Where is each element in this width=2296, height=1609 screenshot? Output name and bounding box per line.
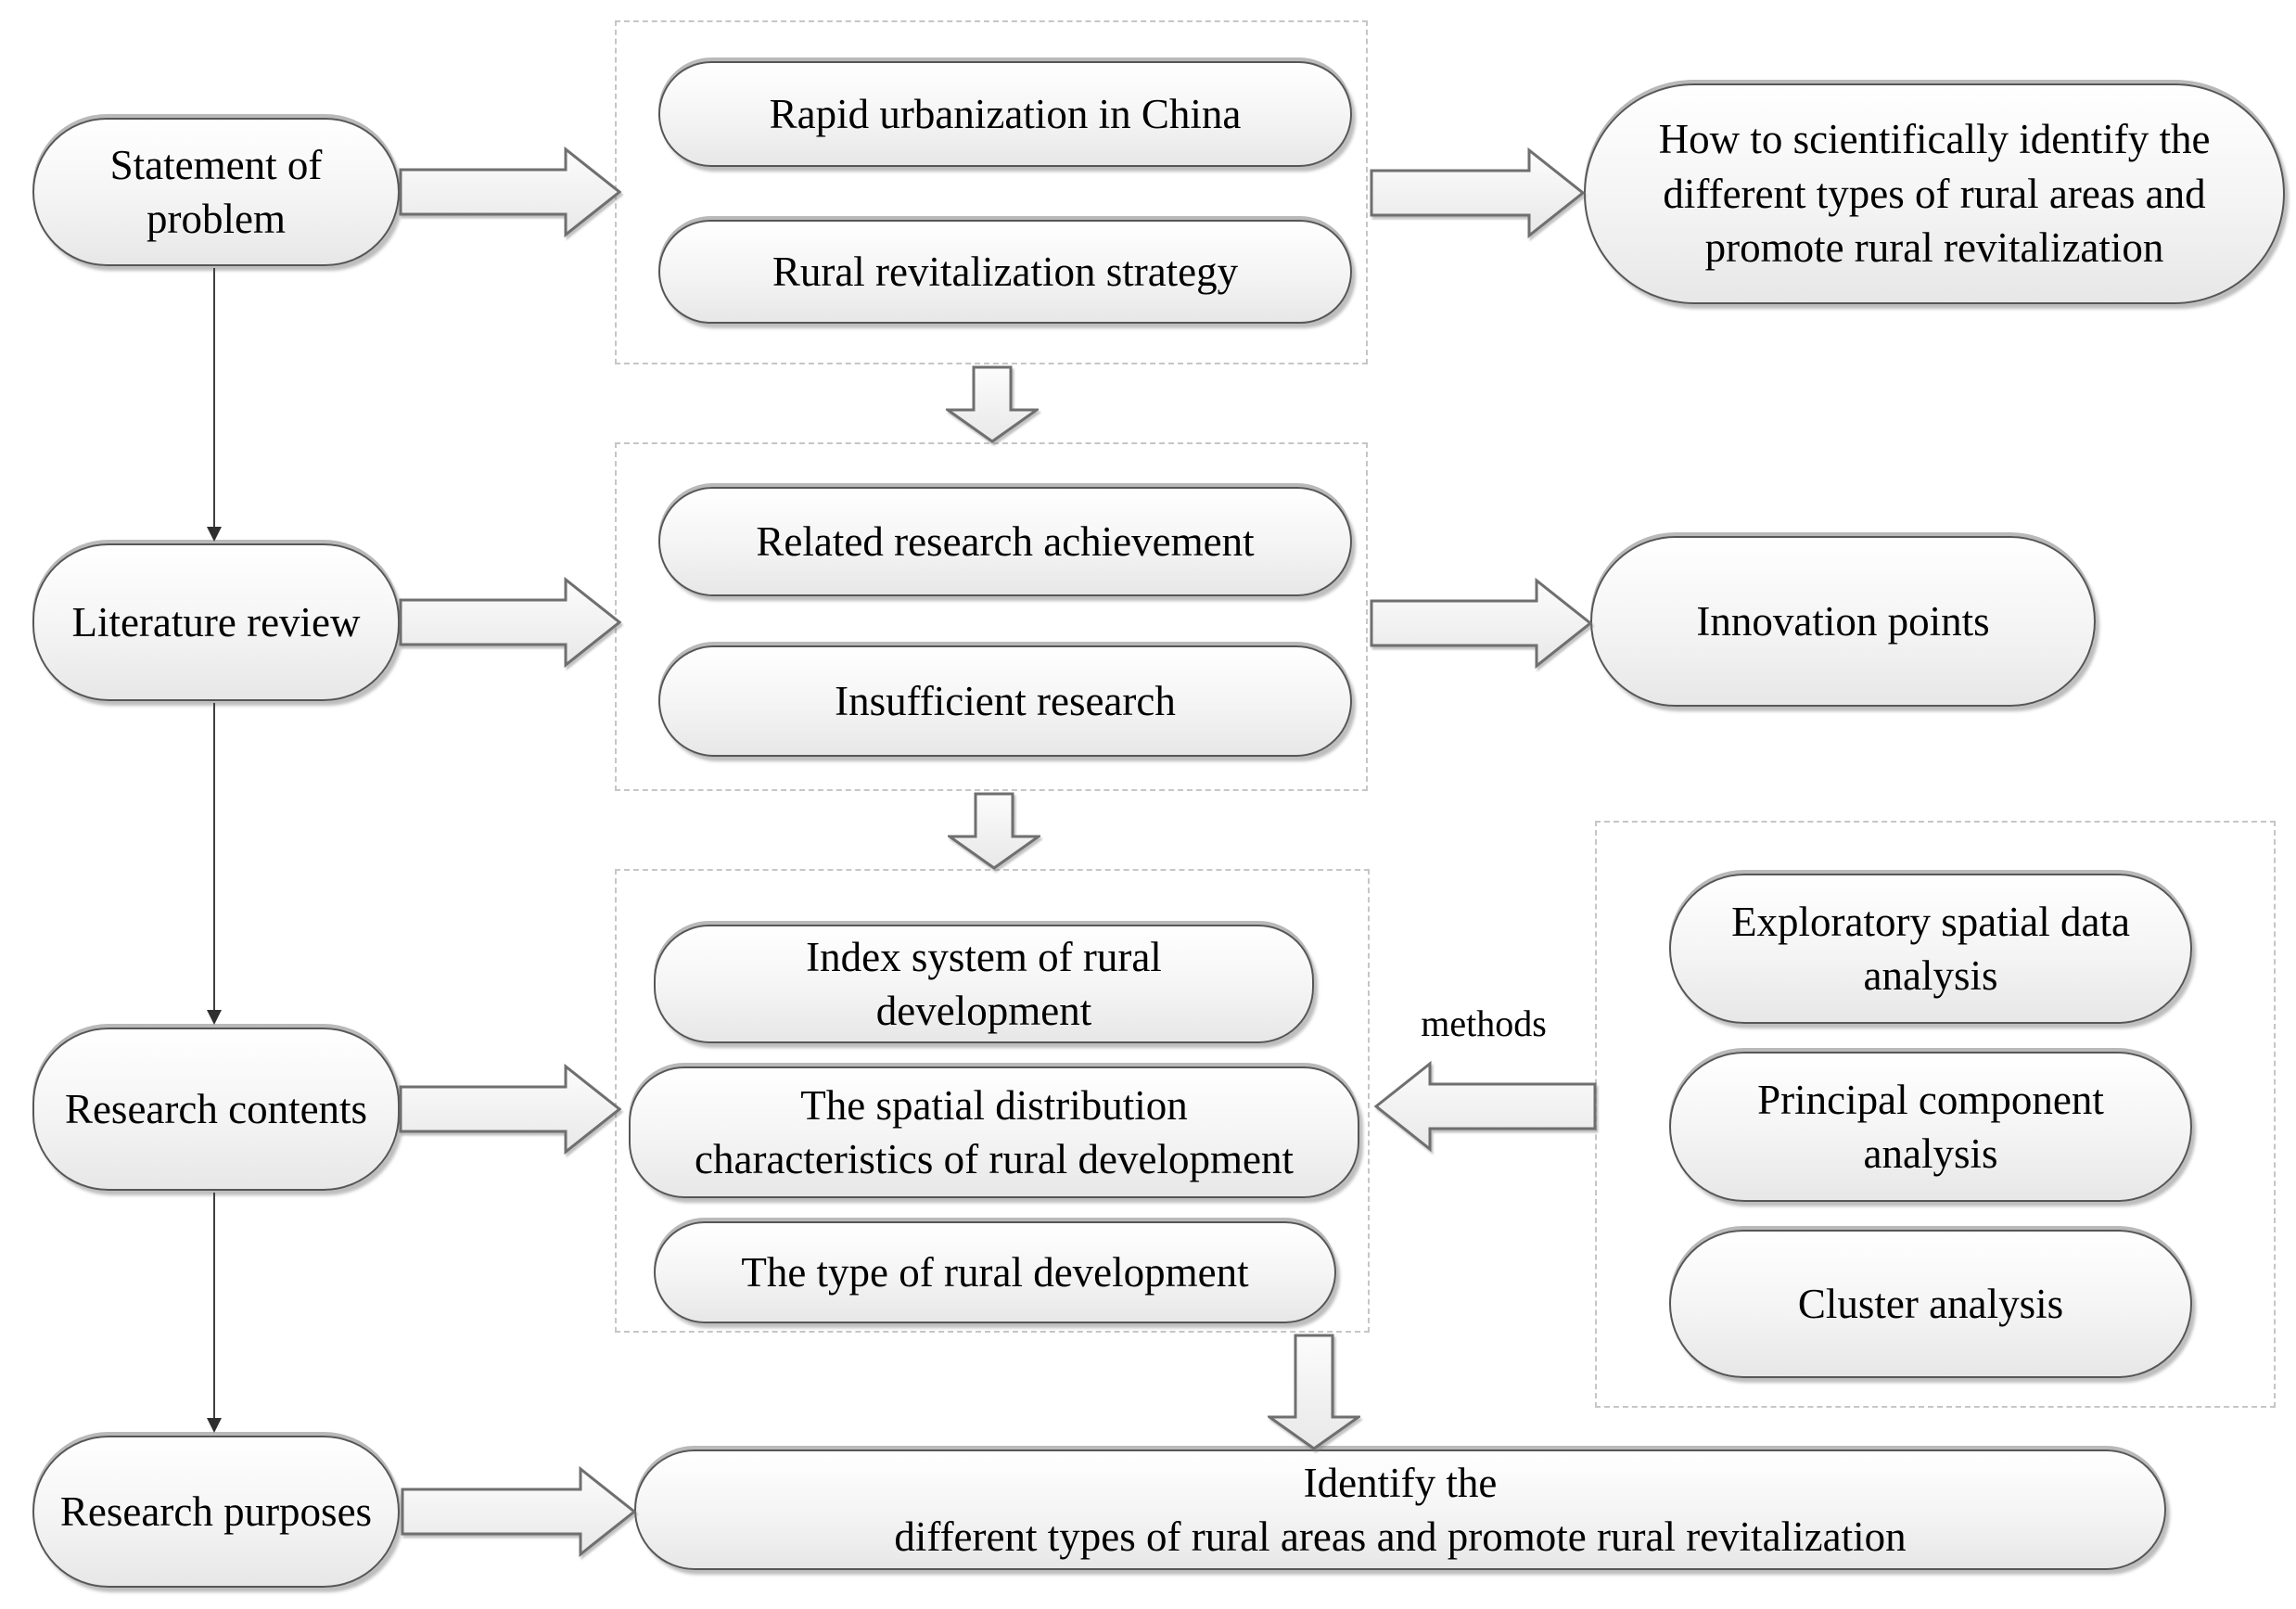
node-exploratory-spatial-data-analysis: Exploratory spatial data analysis <box>1669 874 2192 1024</box>
arrow-problem-group-to-question <box>1370 147 1585 239</box>
node-rapid-urbanization: Rapid urbanization in China <box>658 61 1352 167</box>
node-cluster-analysis: Cluster analysis <box>1669 1230 2192 1378</box>
node-related-research-achievement: Related research achievement <box>658 487 1352 596</box>
node-research-purposes: Research purposes <box>32 1436 400 1588</box>
methods-label: methods <box>1421 1002 1547 1044</box>
arrow-literature-group-to-innovation <box>1370 577 1592 670</box>
node-research-question: How to scientifically identify the diffe… <box>1584 83 2285 304</box>
arrow-literature-group-to-contents-group <box>948 792 1040 870</box>
node-principal-component-analysis: Principal component analysis <box>1669 1052 2192 1202</box>
arrow-problem-group-to-literature-group <box>946 365 1039 443</box>
node-type-of-rural-development: The type of rural development <box>654 1221 1336 1323</box>
node-insufficient-research: Insufficient research <box>658 645 1352 757</box>
connector-literature-to-contents-arrow <box>207 703 228 1026</box>
arrow-statement-to-problem-group <box>399 146 621 238</box>
arrow-purposes-to-banner <box>401 1465 636 1558</box>
node-index-system: Index system of rural development <box>654 925 1314 1043</box>
node-literature-review: Literature review <box>32 543 400 701</box>
connector-statement-to-literature-arrow <box>207 268 228 542</box>
node-identify-banner: Identify the different types of rural ar… <box>634 1449 2166 1570</box>
node-rural-revitalization-strategy: Rural revitalization strategy <box>658 220 1352 324</box>
contents-group-container <box>615 869 1370 1333</box>
node-spatial-distribution: The spatial distribution characteristics… <box>629 1066 1359 1198</box>
arrow-methods-to-contents-group <box>1373 1060 1597 1153</box>
node-innovation-points: Innovation points <box>1590 536 2096 707</box>
node-research-contents: Research contents <box>32 1028 400 1191</box>
arrow-contents-group-to-banner <box>1268 1334 1360 1450</box>
literature-group-container <box>615 442 1368 791</box>
arrow-contents-to-contents-group <box>399 1063 621 1156</box>
node-statement-of-problem: Statement of problem <box>32 118 400 266</box>
arrow-literature-to-literature-group <box>399 576 621 669</box>
connector-contents-to-purposes-arrow <box>207 1193 228 1434</box>
